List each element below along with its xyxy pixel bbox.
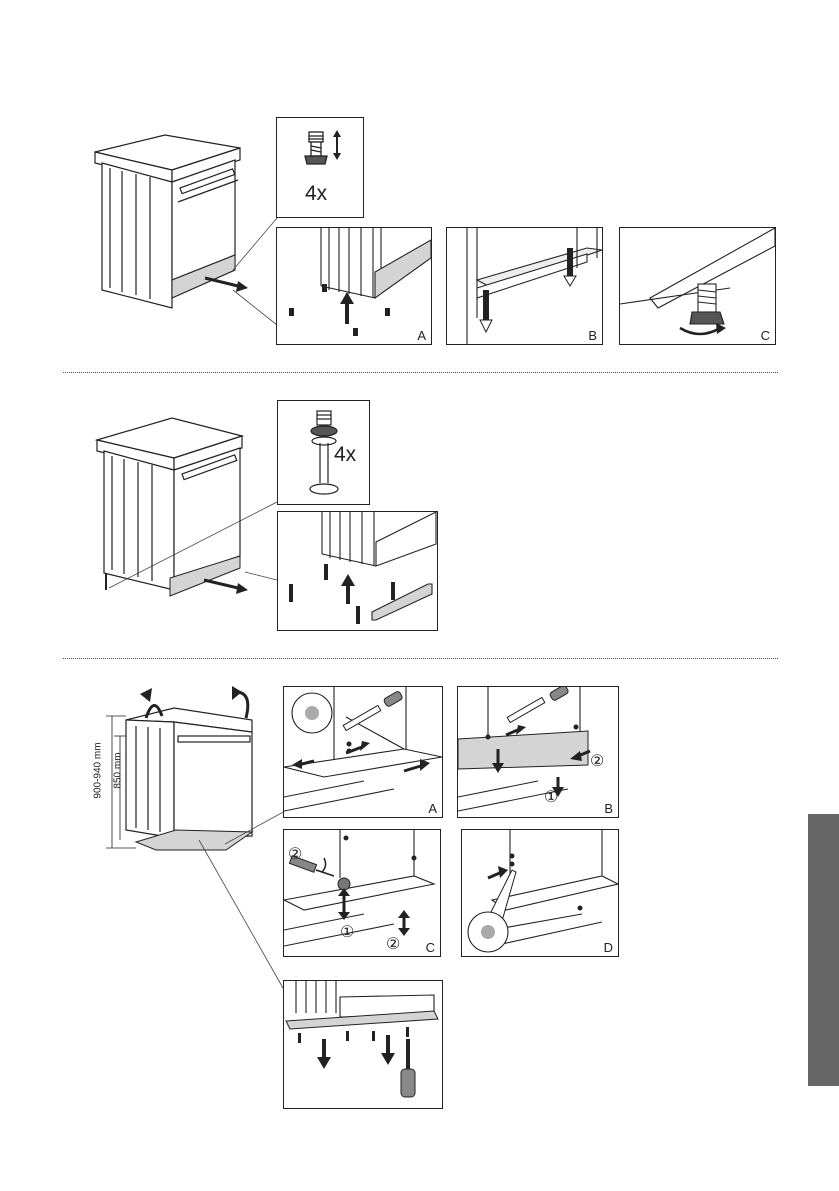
panel-label-1c: C <box>761 328 770 343</box>
step-marker-3c-two-a: ② <box>288 844 302 864</box>
step-marker-3b-one: ① <box>544 787 558 807</box>
step-panel-3c: ② ① ② C <box>283 829 441 957</box>
adjustable-foot-icon <box>297 128 347 178</box>
panel-label-1b: B <box>588 328 597 343</box>
feet-detail-panel-2: 4x <box>277 400 370 505</box>
plinth-detail-panel-2 <box>277 511 438 631</box>
height-fixed-label: 850 mm <box>113 741 124 801</box>
step-marker-3b-two: ② <box>590 751 604 771</box>
side-tab-marker <box>808 814 839 1086</box>
step-panel-3b: ② ① B <box>457 686 619 818</box>
step-panel-3a: A <box>283 686 443 818</box>
panel-label-3c: C <box>426 940 435 955</box>
feet-detail-panel-1: 4x <box>276 117 364 218</box>
base-detail-panel <box>283 980 443 1109</box>
step-panel-3d: D <box>461 829 619 957</box>
panel-label-3b: B <box>604 801 613 816</box>
section-divider-2 <box>63 658 778 659</box>
step-panel-1a: A <box>276 227 432 345</box>
long-feet-count-label: 4x <box>334 443 356 467</box>
step-panel-1b: B <box>446 227 603 345</box>
height-range-label: 900-940 mm <box>93 731 104 811</box>
panel-label-1a: A <box>417 328 426 343</box>
panel-label-3d: D <box>604 940 613 955</box>
step-panel-1c: C <box>619 227 776 345</box>
section-divider-1 <box>63 372 778 373</box>
leader-lines-2 <box>105 500 285 600</box>
leader-lines-3 <box>195 740 295 1000</box>
step-marker-3c-one: ① <box>340 922 354 942</box>
cooker-illustration-1 <box>90 130 250 320</box>
feet-count-label: 4x <box>305 182 327 206</box>
step-marker-3c-two-b: ② <box>386 934 400 954</box>
panel-label-3a: A <box>428 801 437 816</box>
